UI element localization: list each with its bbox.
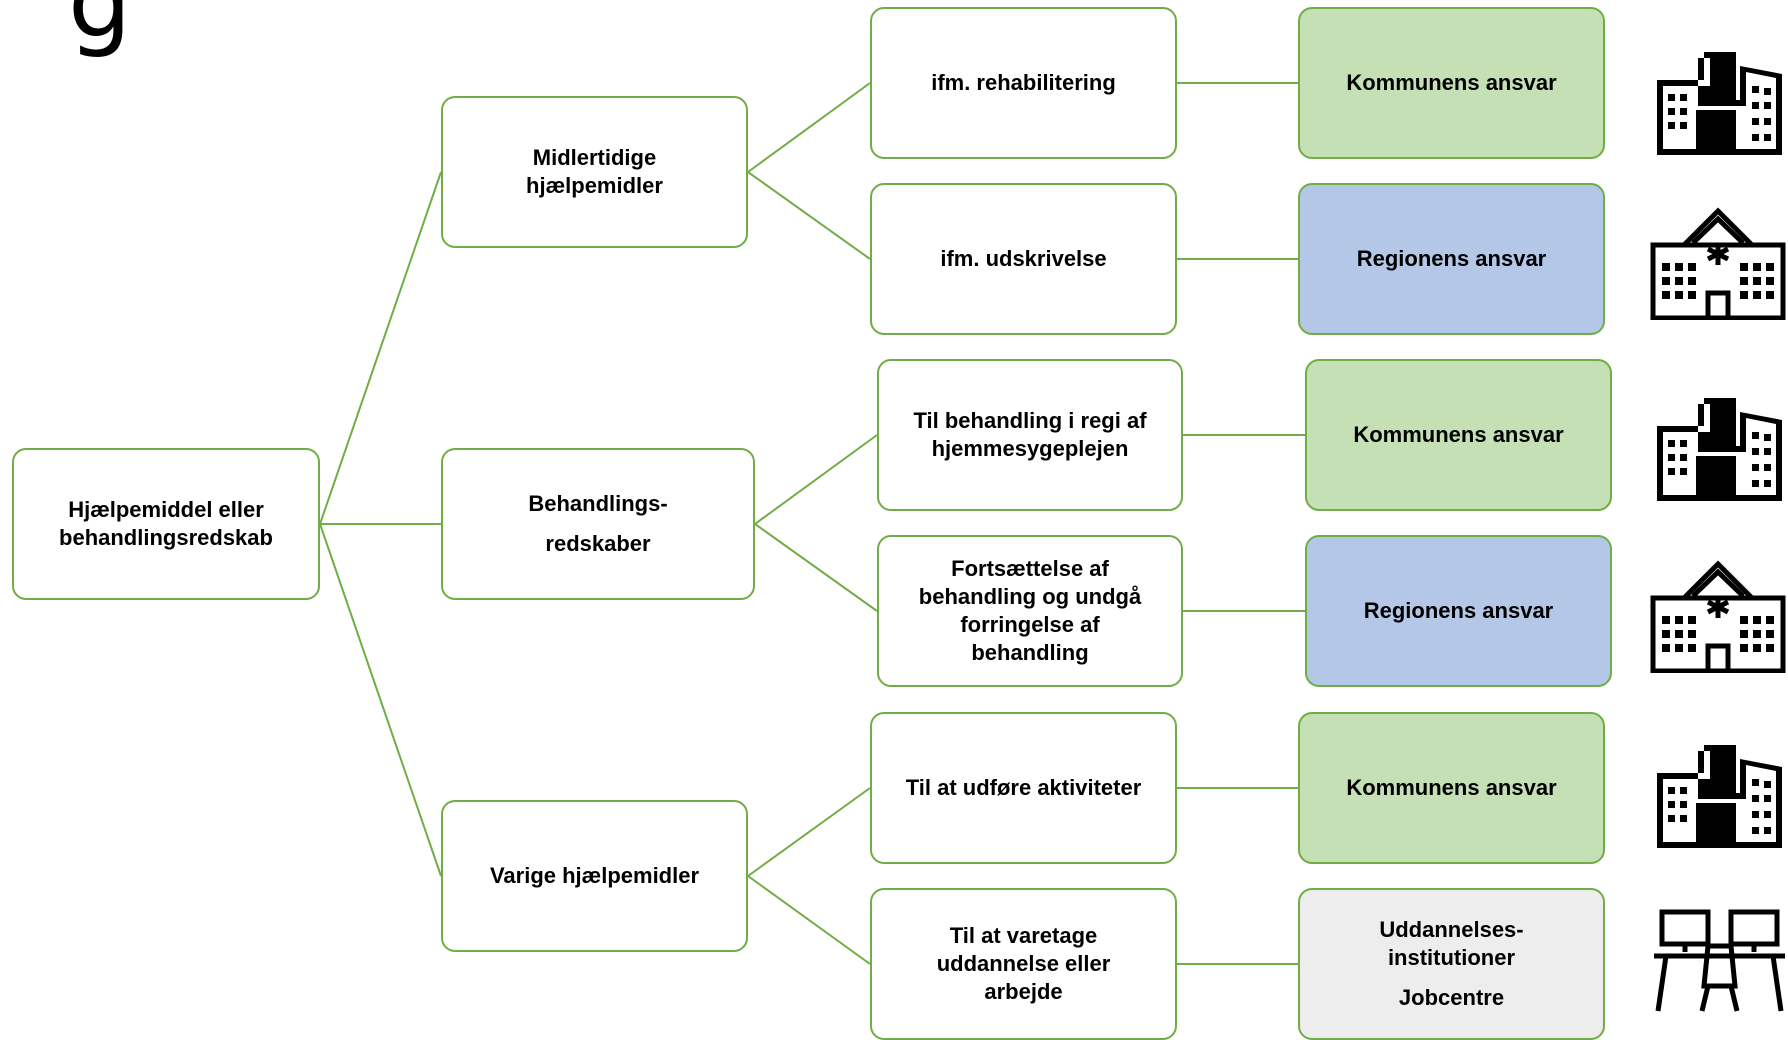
root-line-1: Hjælpemiddel eller: [68, 497, 264, 522]
purpose-label: hjemmesygeplejen: [931, 436, 1129, 461]
responsibility-label: Kommunens ansvar: [1346, 775, 1557, 800]
connector-root-to-midlertidige: [319, 171, 442, 525]
slide-title-fragment: g: [68, 0, 132, 60]
responsibility-label: Regionens ansvar: [1356, 246, 1547, 271]
purpose-label: Til at varetage: [949, 923, 1098, 948]
purpose-node-uddannelse: Til at varetage uddannelse eller arbejde: [870, 888, 1177, 1040]
responsibility-label: Kommunens ansvar: [1346, 70, 1557, 95]
responsibility-node-institutioner: Uddannelses- institutioner Jobcentre: [1298, 888, 1605, 1040]
purpose-label: Til behandling i regi af: [913, 408, 1147, 433]
responsibility-node-region: Regionens ansvar: [1298, 183, 1605, 335]
responsibility-label: Kommunens ansvar: [1353, 422, 1564, 447]
purpose-node-hjemmesygepleje: Til behandling i regi af hjemmesygepleje…: [877, 359, 1183, 511]
responsibility-label: Jobcentre: [1398, 985, 1505, 1010]
connector-varige-to-uddannelse: [747, 875, 871, 965]
category-label: Behandlings-: [528, 491, 668, 516]
connector-behandling-to-fortsaettelse: [754, 523, 878, 612]
category-label: redskaber: [545, 531, 651, 556]
connector-behandling-to-hjemmesygepleje: [754, 434, 878, 525]
purpose-label: Til at udføre aktiviteter: [905, 775, 1142, 800]
responsibility-label: Uddannelses-: [1379, 917, 1524, 942]
responsibility-label: institutioner: [1387, 945, 1516, 970]
responsibility-node-kommune: Kommunens ansvar: [1298, 712, 1605, 864]
responsibility-node-kommune: Kommunens ansvar: [1298, 7, 1605, 159]
office-buildings-icon: [1652, 743, 1787, 848]
purpose-label: arbejde: [984, 979, 1063, 1004]
root-node: Hjælpemiddel eller behandlingsredskab: [12, 448, 320, 600]
category-label: Midlertidige: [532, 145, 657, 170]
purpose-label: uddannelse eller: [936, 951, 1111, 976]
purpose-label: Fortsættelse af: [951, 556, 1109, 581]
purpose-node-aktiviteter: Til at udføre aktiviteter: [870, 712, 1177, 864]
connector-midlertidige-to-rehabilitering: [747, 82, 871, 173]
responsibility-node-region: Regionens ansvar: [1305, 535, 1612, 687]
root-line-2: behandlingsredskab: [59, 525, 273, 550]
workstation-desks-icon: [1652, 908, 1787, 1013]
purpose-label: ifm. rehabilitering: [931, 70, 1116, 95]
purpose-node-rehabilitering: ifm. rehabilitering: [870, 7, 1177, 159]
connector-midlertidige-to-udskrivelse: [747, 171, 871, 260]
purpose-node-udskrivelse: ifm. udskrivelse: [870, 183, 1177, 335]
purpose-node-fortsaettelse: Fortsættelse af behandling og undgå forr…: [877, 535, 1183, 687]
connector-varige-to-aktiviteter: [747, 787, 871, 877]
category-node-behandlingsredskaber: Behandlings- redskaber: [441, 448, 755, 600]
category-node-midlertidige: Midlertidige hjælpemidler: [441, 96, 748, 248]
category-node-varige: Varige hjælpemidler: [441, 800, 748, 952]
responsibility-label: Regionens ansvar: [1363, 598, 1554, 623]
responsibility-node-kommune: Kommunens ansvar: [1305, 359, 1612, 511]
connector-root-to-varige: [319, 523, 442, 877]
hospital-icon: [1648, 558, 1788, 673]
office-buildings-icon: [1652, 50, 1787, 155]
purpose-label: forringelse af: [960, 612, 1100, 637]
purpose-label: ifm. udskrivelse: [940, 246, 1107, 271]
category-label: Varige hjælpemidler: [489, 863, 700, 888]
category-label: hjælpemidler: [526, 173, 663, 198]
purpose-label: behandling og undgå: [918, 584, 1142, 609]
hospital-icon: [1648, 205, 1788, 320]
office-buildings-icon: [1652, 396, 1787, 501]
purpose-label: behandling: [971, 640, 1089, 665]
